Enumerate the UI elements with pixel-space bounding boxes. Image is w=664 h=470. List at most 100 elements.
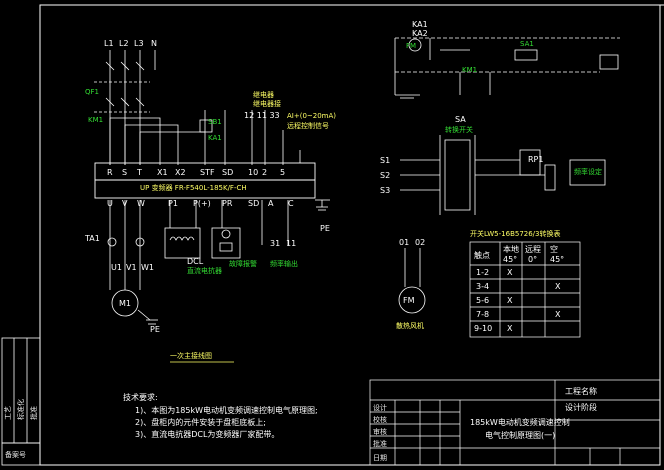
label-u1: U1 (111, 263, 122, 272)
svg-text:C: C (288, 199, 294, 208)
fan-symbol (398, 248, 426, 314)
title-block-rows: 设计 校核 审核 批准 日期 (373, 403, 387, 462)
tech-req-1: 1)、本图为185kW电动机变频调速控制电气原理图; (135, 405, 318, 415)
svg-text:9-10: 9-10 (474, 324, 492, 333)
top-right-schematic (394, 37, 620, 99)
svg-text:2: 2 (262, 168, 267, 177)
label-rp1: RP1 (528, 155, 543, 164)
label-km-top: KM1 (462, 66, 477, 74)
truth-table-header: 触点 本地 远程 空 45° 0° 45° (474, 244, 564, 264)
svg-text:本地: 本地 (503, 244, 519, 254)
svg-text:空: 空 (550, 244, 558, 254)
label-relay-heading: 继电器 (253, 90, 274, 99)
label-w1: W1 (141, 263, 154, 272)
label-l2: L2 (119, 39, 129, 48)
svg-text:45°: 45° (503, 255, 517, 264)
label-m1: M1 (119, 299, 131, 308)
svg-text:X1: X1 (157, 168, 168, 177)
label-l3: L3 (134, 39, 144, 48)
title-block (369, 379, 661, 466)
label-fan-01: 01 (399, 238, 409, 247)
label-dcl-desc: 直流电抗器 (187, 266, 222, 275)
truth-table-rows: 1-2 X 3-4 X 5-6 X 7-8 X 9-10 X (474, 268, 561, 333)
label-signal-note-1: AI+(0~20mA) (287, 112, 336, 120)
label-ka: KA1 (208, 134, 222, 142)
label-ka1: KA1 (412, 20, 428, 29)
label-n: N (151, 39, 157, 48)
label-qf: QF1 (85, 88, 99, 96)
label-out-11: 11 (286, 239, 296, 248)
svg-text:1-2: 1-2 (476, 268, 489, 277)
svg-text:STF: STF (200, 168, 215, 177)
tech-req-3: 3)、直流电抗器DCL为变频器厂家配带。 (135, 429, 279, 439)
svg-text:X: X (555, 282, 561, 291)
label-ta: TA1 (84, 234, 100, 243)
label-dcl: DCL (187, 257, 204, 266)
svg-text:X: X (507, 296, 513, 305)
truth-table (469, 241, 581, 338)
label-fan-02: 02 (415, 238, 425, 247)
label-control-terms: 12 11 33 (244, 111, 280, 120)
truth-table-title: 开关LW5-16B5726/3转换表 (470, 229, 561, 238)
sidebar-text-1: 工艺 (4, 406, 12, 420)
svg-text:PR: PR (222, 199, 233, 208)
svg-text:X: X (507, 268, 513, 277)
svg-text:0°: 0° (528, 255, 537, 264)
selector-switch (400, 135, 606, 215)
label-signal-note-2: 远程控制信号 (287, 121, 329, 130)
label-out-31: 31 (270, 239, 280, 248)
svg-text:审核: 审核 (373, 427, 387, 436)
svg-text:R: R (107, 168, 113, 177)
svg-text:W: W (137, 199, 145, 208)
label-freq-out: 频率输出 (270, 259, 298, 268)
label-pe-motor: PE (150, 325, 160, 334)
label-pe: PE (320, 224, 330, 233)
tech-req-title: 技术要求: (123, 392, 158, 402)
svg-text:设计: 设计 (373, 403, 387, 412)
sidebar-text-2: 标准化 (16, 399, 25, 420)
label-sa-top: SA1 (520, 40, 534, 48)
vfd-model: UP 变频器 FR-F540L-185K/F-CH (140, 183, 247, 192)
label-fm-top: FM (406, 42, 416, 50)
drawing-frame (39, 4, 664, 466)
svg-text:3-4: 3-4 (476, 282, 489, 291)
svg-text:P(+): P(+) (193, 199, 211, 208)
power-input-lines (94, 50, 156, 165)
svg-text:X: X (507, 324, 513, 333)
title-block-label: 设计阶段 (565, 402, 597, 412)
label-relay-sub: 继电器接 (253, 99, 281, 108)
label-l1: L1 (104, 39, 114, 48)
svg-text:P1: P1 (168, 199, 178, 208)
svg-text:校核: 校核 (373, 415, 387, 424)
svg-text:7-8: 7-8 (476, 310, 489, 319)
svg-text:A: A (268, 199, 274, 208)
label-s1: S1 (380, 156, 390, 165)
svg-text:10: 10 (248, 168, 258, 177)
svg-text:X2: X2 (175, 168, 186, 177)
label-switch-desc: 转换开关 (445, 125, 473, 134)
title-block-subtitle: 电气控制原理图(一) (485, 430, 555, 440)
label-fm: FM (403, 296, 415, 305)
title-block-heading: 185kW电动机变频调速控制 (470, 417, 570, 427)
tech-req-2: 2)、盘柜内的元件安装于盘柜底板上; (135, 417, 266, 427)
svg-text:S: S (122, 168, 127, 177)
motor-wiring (107, 200, 158, 325)
label-km: KM1 (88, 116, 103, 124)
label-freq-set: 频率设定 (574, 167, 602, 176)
vfd-terminals-top: R S T X1 X2 STF SD 10 2 5 (107, 168, 285, 177)
label-sb: SB1 (208, 118, 222, 126)
svg-text:T: T (136, 168, 142, 177)
label-s2: S2 (380, 171, 390, 180)
svg-text:5: 5 (280, 168, 285, 177)
label-fan-desc: 散热风机 (396, 321, 424, 330)
control-wiring (109, 110, 330, 211)
svg-text:SD: SD (222, 168, 233, 177)
main-circuit-title: 一次主接线图 (170, 351, 212, 360)
vfd-terminals-bottom: U V W P1 P(+) PR SD A C (107, 199, 294, 208)
label-fault: 故障报警 (229, 259, 257, 268)
left-sidebar (1, 337, 41, 466)
sidebar-bottom-label: 备案号 (5, 450, 26, 459)
svg-text:日期: 日期 (373, 454, 387, 462)
